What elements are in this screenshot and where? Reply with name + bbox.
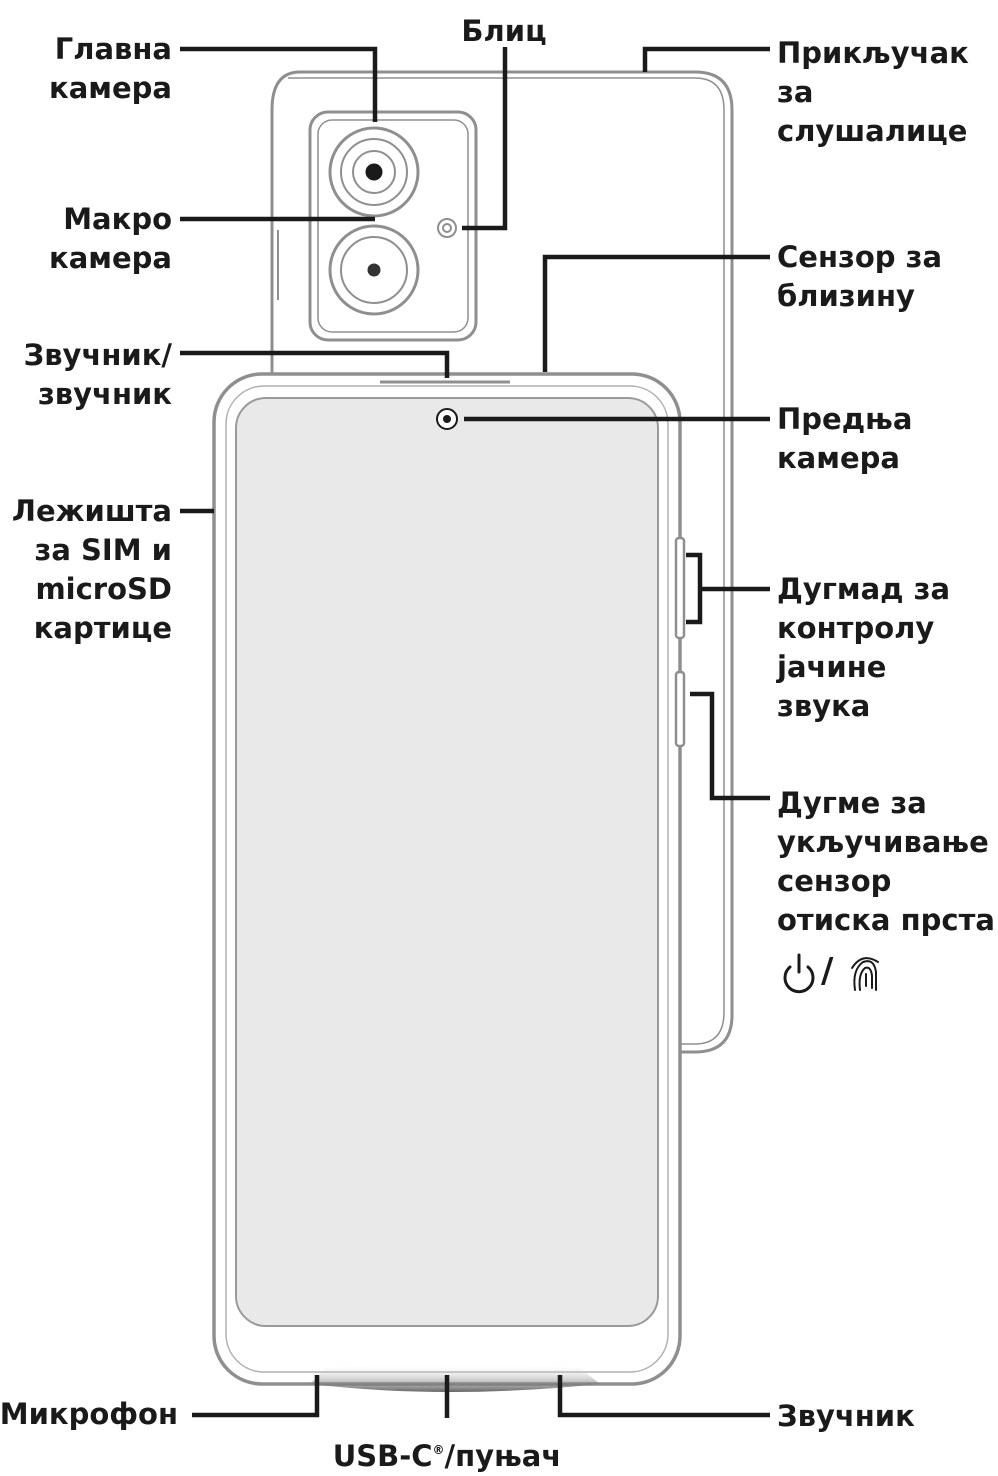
label-flash: Блиц [461, 14, 547, 48]
label-macro-camera: Макро камера [49, 202, 172, 275]
registered-mark: ® [432, 1443, 445, 1457]
flash-leader [462, 47, 508, 231]
label-earpiece: Звучник/ звучник [23, 338, 172, 411]
proximity-sensor-leader [542, 254, 770, 372]
callout-lines [180, 46, 770, 1418]
phone-front [212, 372, 682, 1392]
label-usb-charger: USB-C®/пуњач [332, 1439, 562, 1473]
microphone-leader [192, 1375, 320, 1418]
label-microphone: Микрофон [0, 1397, 178, 1431]
label-sim-tray: Лежишта за SIM и microSD картице [11, 494, 172, 645]
main-camera-lens [328, 126, 420, 218]
label-proximity-sensor: Сензор за близину [777, 240, 943, 313]
headset-jack-leader [642, 46, 770, 72]
label-front-camera: Предња камера [777, 402, 913, 475]
volume-leader [686, 552, 703, 625]
macro-camera-lens [328, 224, 420, 316]
power-icon [783, 953, 815, 994]
phone-back [270, 70, 734, 1054]
speaker-leader [557, 1375, 770, 1418]
label-bottom-speaker: Звучник [777, 1399, 915, 1433]
power-symbols-separator: / [821, 951, 834, 991]
flash-led [437, 218, 457, 238]
label-volume-buttons: Дугмад за контролу јачине звука [777, 572, 951, 723]
label-headset-jack: Прикључак за слушалице [777, 36, 969, 148]
power-leader [690, 691, 770, 801]
label-main-camera: Главна камера [49, 32, 172, 105]
side-buttons [674, 536, 686, 748]
label-power-button: Дугме за укључивање / сензор отиска прст… [777, 786, 998, 937]
front-camera-dot [436, 408, 458, 430]
fingerprint-icon [851, 957, 879, 991]
main-camera-leader [180, 46, 378, 122]
earpiece-leader [180, 350, 450, 378]
